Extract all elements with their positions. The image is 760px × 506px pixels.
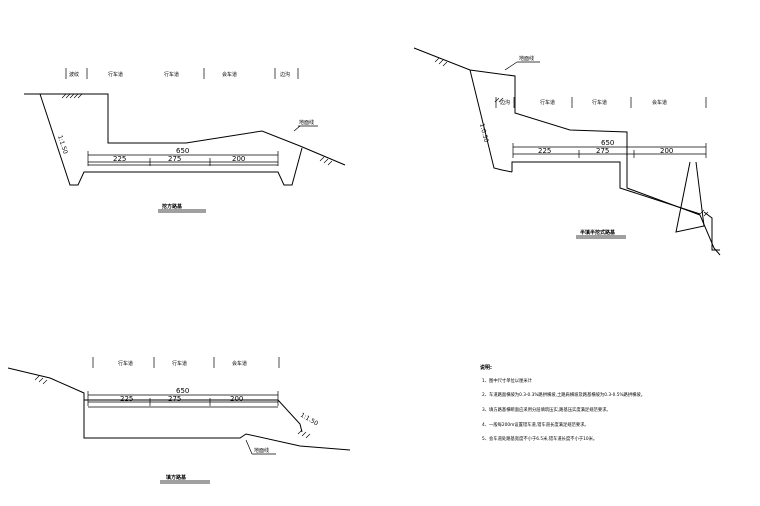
slope-label: 1:0.50 bbox=[478, 123, 489, 143]
slope-label: 1:1.50 bbox=[56, 134, 69, 155]
callout-leader bbox=[245, 439, 253, 455]
ground-line bbox=[7, 367, 351, 451]
ground-line-callout: 地面线 bbox=[299, 119, 314, 126]
ground-hatch bbox=[34, 375, 311, 439]
lane-label: 行车道 bbox=[108, 71, 123, 78]
total-width-dim: 650 bbox=[601, 139, 614, 147]
fill-slope bbox=[84, 399, 303, 433]
slope-label: 1:1.50 bbox=[299, 412, 319, 428]
ground-line bbox=[24, 93, 346, 166]
lane-label: 行车道 bbox=[540, 99, 555, 106]
lane-label: 波纹 bbox=[69, 71, 79, 78]
ground-line bbox=[413, 47, 721, 256]
cut-slope-left bbox=[469, 69, 513, 173]
section-cut: 波纹 行车道 行车道 会车道 边沟 650 225 275 200 1 bbox=[24, 68, 346, 213]
note-item: 5、会车道处路基宽度不小于6.5米,错车道长度不小于10米。 bbox=[482, 435, 597, 442]
fill-toe bbox=[703, 211, 720, 251]
callout-leader bbox=[504, 61, 518, 71]
width-dim: 225 bbox=[120, 395, 133, 403]
section-caption: 填方路基 bbox=[166, 474, 187, 481]
lane-label: 边沟 bbox=[280, 71, 290, 78]
note-item: 4、一般每200m设置错车道,错车道长度满足规范要求。 bbox=[482, 421, 589, 428]
lane-label: 边沟 bbox=[500, 99, 510, 106]
lane-separators bbox=[65, 68, 299, 79]
design-notes: 说明: 1、图中尺寸单位以厘米计 2、车道路面横坡为0.3-0.3%路拱横坡,土… bbox=[480, 364, 645, 442]
lane-label: 行车道 bbox=[118, 360, 133, 367]
lane-label: 会车道 bbox=[222, 71, 237, 78]
lane-label: 行车道 bbox=[592, 99, 607, 106]
callout-leader bbox=[293, 125, 301, 132]
note-item: 1、图中尺寸单位以厘米计 bbox=[482, 377, 533, 384]
dimension-lines bbox=[512, 143, 707, 158]
width-dim: 200 bbox=[230, 395, 243, 403]
total-width-dim: 650 bbox=[176, 147, 189, 155]
width-dim: 275 bbox=[596, 147, 609, 155]
notes-title: 说明: bbox=[480, 364, 492, 371]
retaining-wall bbox=[675, 161, 705, 233]
lane-label: 会车道 bbox=[652, 99, 667, 106]
lane-separators bbox=[92, 357, 280, 368]
width-dim: 275 bbox=[168, 155, 181, 163]
section-fill: 行车道 行车道 会车道 650 225 275 200 1:1.50 地面线 填… bbox=[7, 357, 351, 484]
lane-label: 行车道 bbox=[172, 360, 187, 367]
ground-line-callout: 地面线 bbox=[254, 447, 269, 454]
dimension-lines bbox=[87, 151, 279, 166]
pavement-structure bbox=[84, 147, 303, 186]
total-width-dim: 650 bbox=[176, 387, 189, 395]
ground-line-callout: 地面线 bbox=[519, 55, 534, 62]
ground-hatch bbox=[61, 93, 333, 166]
section-half-fill-half-cut: 边沟 行车道 行车道 会车道 650 225 275 200 1:0.50 地面… bbox=[413, 47, 721, 256]
section-caption: 挖方路基 bbox=[162, 203, 183, 210]
ground-hatch bbox=[434, 57, 709, 217]
lane-separators bbox=[495, 97, 707, 108]
lane-label: 会车道 bbox=[232, 360, 247, 367]
dimension-lines bbox=[87, 391, 279, 406]
width-dim: 200 bbox=[660, 147, 673, 155]
lane-label: 行车道 bbox=[164, 71, 179, 78]
note-item: 3、填方路基横断面应采用分层填筑压实,路基压实度满足规范要求。 bbox=[482, 406, 611, 413]
width-dim: 200 bbox=[232, 155, 245, 163]
note-item: 2、车道路面横坡为0.3-0.3%路拱横坡,土路肩横坡及路基横坡为0.3-0.5… bbox=[482, 391, 645, 398]
width-dim: 225 bbox=[113, 155, 126, 163]
section-caption: 半填半挖式路基 bbox=[580, 229, 616, 236]
pavement-structure bbox=[511, 161, 701, 215]
width-dim: 225 bbox=[538, 147, 551, 155]
width-dim: 275 bbox=[168, 395, 181, 403]
